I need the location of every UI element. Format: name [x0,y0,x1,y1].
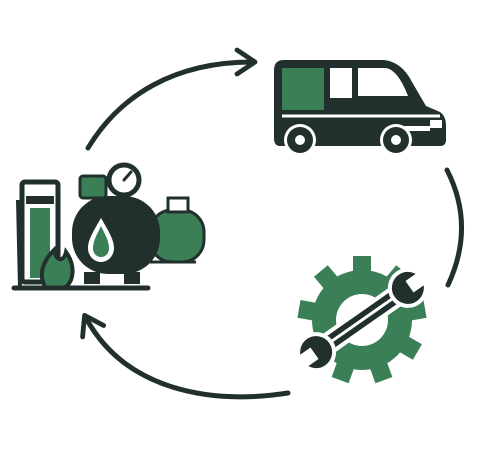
arrow-van-to-maintenance [444,167,464,288]
arrow-maintenance-to-fuel [80,312,291,400]
fuel-tank-icon [11,162,206,291]
van-icon [274,60,446,156]
gear-wrench-icon [292,256,432,384]
arrow-fuel-to-van [85,47,258,151]
